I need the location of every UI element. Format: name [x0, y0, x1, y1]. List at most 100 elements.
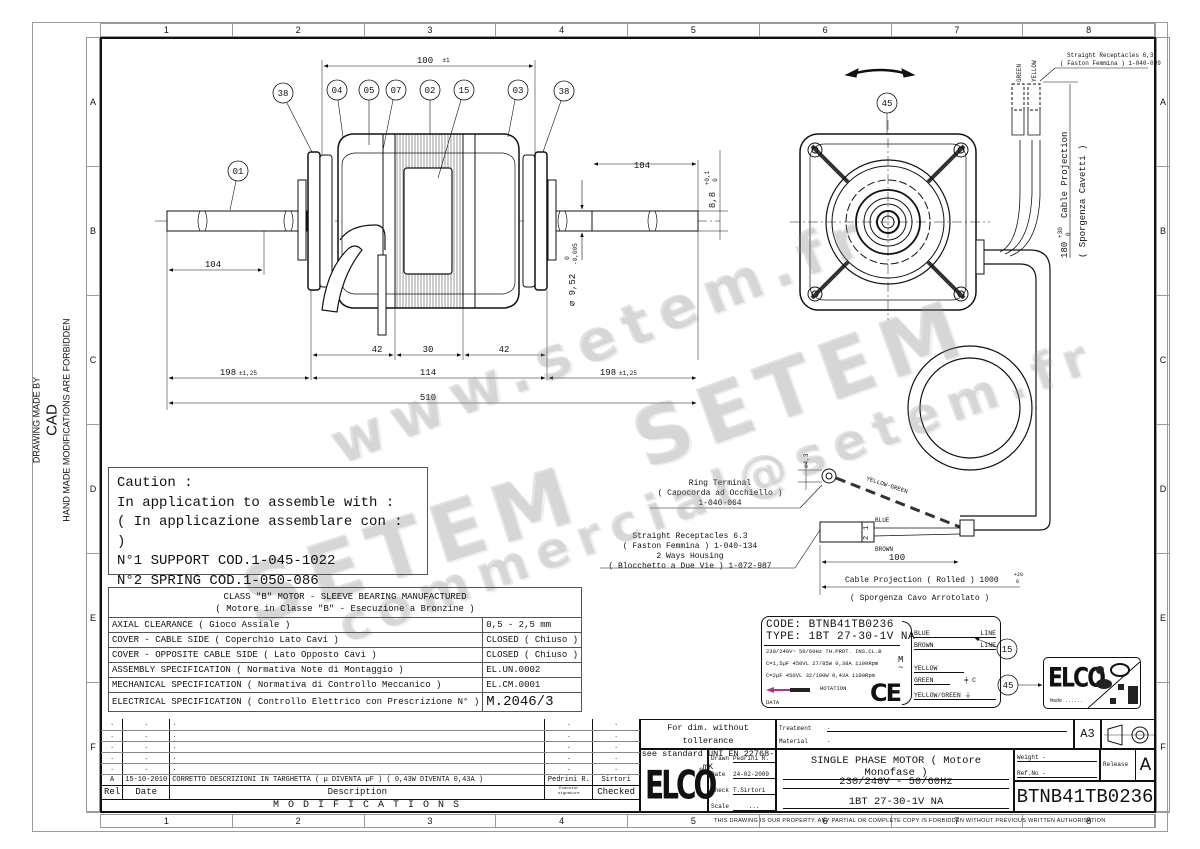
spec-row: ELECTRICAL SPECIFICATION ( Controllo Ele… [107, 692, 583, 712]
drawn-label: Drawn [711, 755, 730, 762]
dim-diameter-tol-up: 0 [564, 256, 571, 260]
dim-right-total: 198 [600, 368, 616, 378]
cable-projection-label-it: ( Sporgenza Cavetti ) [1078, 145, 1088, 258]
dim-shaft-right: 104 [634, 161, 650, 171]
cable-projection-tol-low: 0 [1065, 232, 1072, 236]
mod-row: A 15-10-2010 CORRETTO DESCRIZIONI IN TAR… [100, 774, 640, 785]
dim-shaft-left: 104 [205, 260, 221, 270]
mod-row-empty: ..... [100, 719, 640, 731]
balloon-45: 45 [882, 99, 893, 109]
housing-label-2: ( Faston Femmina ) 1-040-134 [623, 542, 758, 551]
caution-title: Caution : [117, 475, 193, 491]
wire-label-green: GREEN [1016, 64, 1023, 82]
certification-marks-icon [1088, 661, 1140, 708]
ring-terminal-diameter: ⌀4,3 [803, 453, 810, 468]
material-value: . [827, 737, 831, 744]
dim-seg3: 42 [499, 345, 510, 355]
tolerance-note: For dim. without tollerance see standard… [640, 719, 776, 772]
spec-label: AXIAL CLEARANCE ( Gioco Assiale ) [107, 617, 484, 633]
wire-label-yellow: YELLOW [1031, 60, 1038, 82]
caution-line: N°1 SUPPORT COD.1-045-1022 [117, 553, 336, 569]
cable-projection-value: 180 [1060, 242, 1070, 258]
grid-row-label: F [87, 683, 99, 812]
grid-col-label: 2 [233, 815, 365, 827]
housing-label-3: 2 Ways Housing [656, 552, 723, 561]
drawing-voltage: 230/240V - 50/60Hz [783, 776, 1009, 789]
dim-body-tol: ±1 [442, 57, 450, 64]
balloon-38-left: 38 [278, 89, 289, 99]
date-value: 24-02-2009 [733, 771, 775, 779]
strip-length-dim: 100 [889, 553, 905, 563]
column-grid-bottom: 1 2 3 4 5 6 7 8 [100, 814, 1156, 828]
housing-label-4: ( Blocchetto a Due Vie ) 1-072-987 [608, 562, 771, 571]
mod-header-executor: Executor signature [544, 784, 594, 800]
spec-row: COVER - CABLE SIDE ( Coperchio Lato Cavi… [107, 632, 583, 648]
mod-executor: Pedrini R. [544, 774, 594, 785]
rotation-arrow-icon [766, 687, 816, 693]
wire-label-brown: BROWN [875, 546, 893, 553]
balloon-45-plate: 45 [1003, 681, 1014, 691]
row-grid-right: A B C D E F [1156, 37, 1170, 813]
grid-row-label: E [87, 554, 99, 683]
grid-col-label: 4 [496, 24, 628, 36]
nameplate-type: TYPE: 1BT 27-30-1V NA [766, 631, 916, 643]
grid-row-label: C [87, 296, 99, 425]
check-value: T.Sirtori [733, 787, 775, 795]
registered-icon: ® [699, 768, 704, 776]
grid-row-label: B [1157, 167, 1169, 296]
caution-line: In application to assemble with : [117, 494, 395, 511]
dim-diameter: ⌀ 9,52 [568, 274, 578, 306]
elco-label-45: ELCO Made ...... [1043, 657, 1141, 709]
spec-row: MECHANICAL SPECIFICATION ( Normativa di … [107, 677, 583, 693]
mod-date: 15-10-2010 [122, 774, 171, 785]
column-grid-top: 1 2 3 4 5 6 7 8 [100, 23, 1156, 37]
release-label: Release [1103, 761, 1129, 768]
grid-col-label: 7 [892, 24, 1024, 36]
nameplate-line1: 230/240V~ 50/60Hz TH.PROT. INS.CL.B [766, 648, 882, 655]
housing-label-1: Straight Receptacles 6.3 [632, 532, 747, 541]
spec-row: AXIAL CLEARANCE ( Gioco Assiale )0,5 - 2… [107, 617, 583, 633]
pin-2: 2 [863, 536, 871, 540]
scale-label: Scale [711, 803, 730, 810]
caution-note: Caution : In application to assemble wit… [108, 467, 428, 589]
balloon-38-right: 38 [559, 87, 570, 97]
ce-mark: CE [870, 679, 902, 707]
spec-row: ASSEMBLY SPECIFICATION ( Normativa Note … [107, 662, 583, 678]
elco-label-made: Made ...... [1050, 698, 1084, 704]
spec-label: COVER - CABLE SIDE ( Coperchio Lato Cavi… [107, 632, 484, 648]
nameplate-line2: C=1,5µF 450VL 27/85W 0,38A 1100Rpm [766, 660, 879, 667]
dim-center-total: 114 [420, 368, 436, 378]
rolled-tol-low: 0 [1016, 579, 1019, 585]
balloon-03: 03 [513, 86, 524, 96]
dim-overall: 510 [420, 393, 436, 403]
grid-row-label: A [87, 38, 99, 167]
drawing-title: SINGLE PHASE MOTOR ( Motore Monofase ) [783, 755, 1009, 780]
treatment-label: Treatment [779, 725, 812, 732]
release-block: Release A [1100, 749, 1156, 781]
wire-yellow: YELLOW [914, 665, 964, 673]
dim-diameter-tol-low: -0,005 [572, 243, 579, 265]
mod-header-date: Date [122, 784, 171, 800]
drawing-frame [100, 37, 1156, 813]
dim-seg2: 30 [423, 345, 434, 355]
modifications-table: ..... ..... ..... ..... ..... A 15-10-20… [100, 719, 640, 812]
ring-terminal-label: Ring Terminal [689, 479, 752, 488]
weight-ref-block: Weight - Ref.No - [1014, 749, 1100, 781]
spec-value: CLOSED ( Chiuso ) [482, 632, 583, 648]
spec-value: EL.CM.0001 [482, 677, 583, 693]
scale-value: ... [733, 803, 775, 811]
mod-header-row: Rel Date Description Executor signature … [100, 784, 640, 800]
grid-col-label: 6 [760, 24, 892, 36]
dim-left-total: 198 [220, 368, 236, 378]
mod-rel: A [100, 774, 124, 785]
grid-col-label: 3 [365, 24, 497, 36]
spec-table-header: CLASS "B" MOTOR - SLEEVE BEARING MANUFAC… [107, 587, 583, 618]
drawing-model: 1BT 27-30-1V NA [783, 796, 1009, 809]
grid-row-label: B [87, 167, 99, 296]
spec-label: MECHANICAL SPECIFICATION ( Normativa di … [107, 677, 484, 693]
caution-line: N°2 SPRING COD.1-050-086 [117, 572, 319, 589]
